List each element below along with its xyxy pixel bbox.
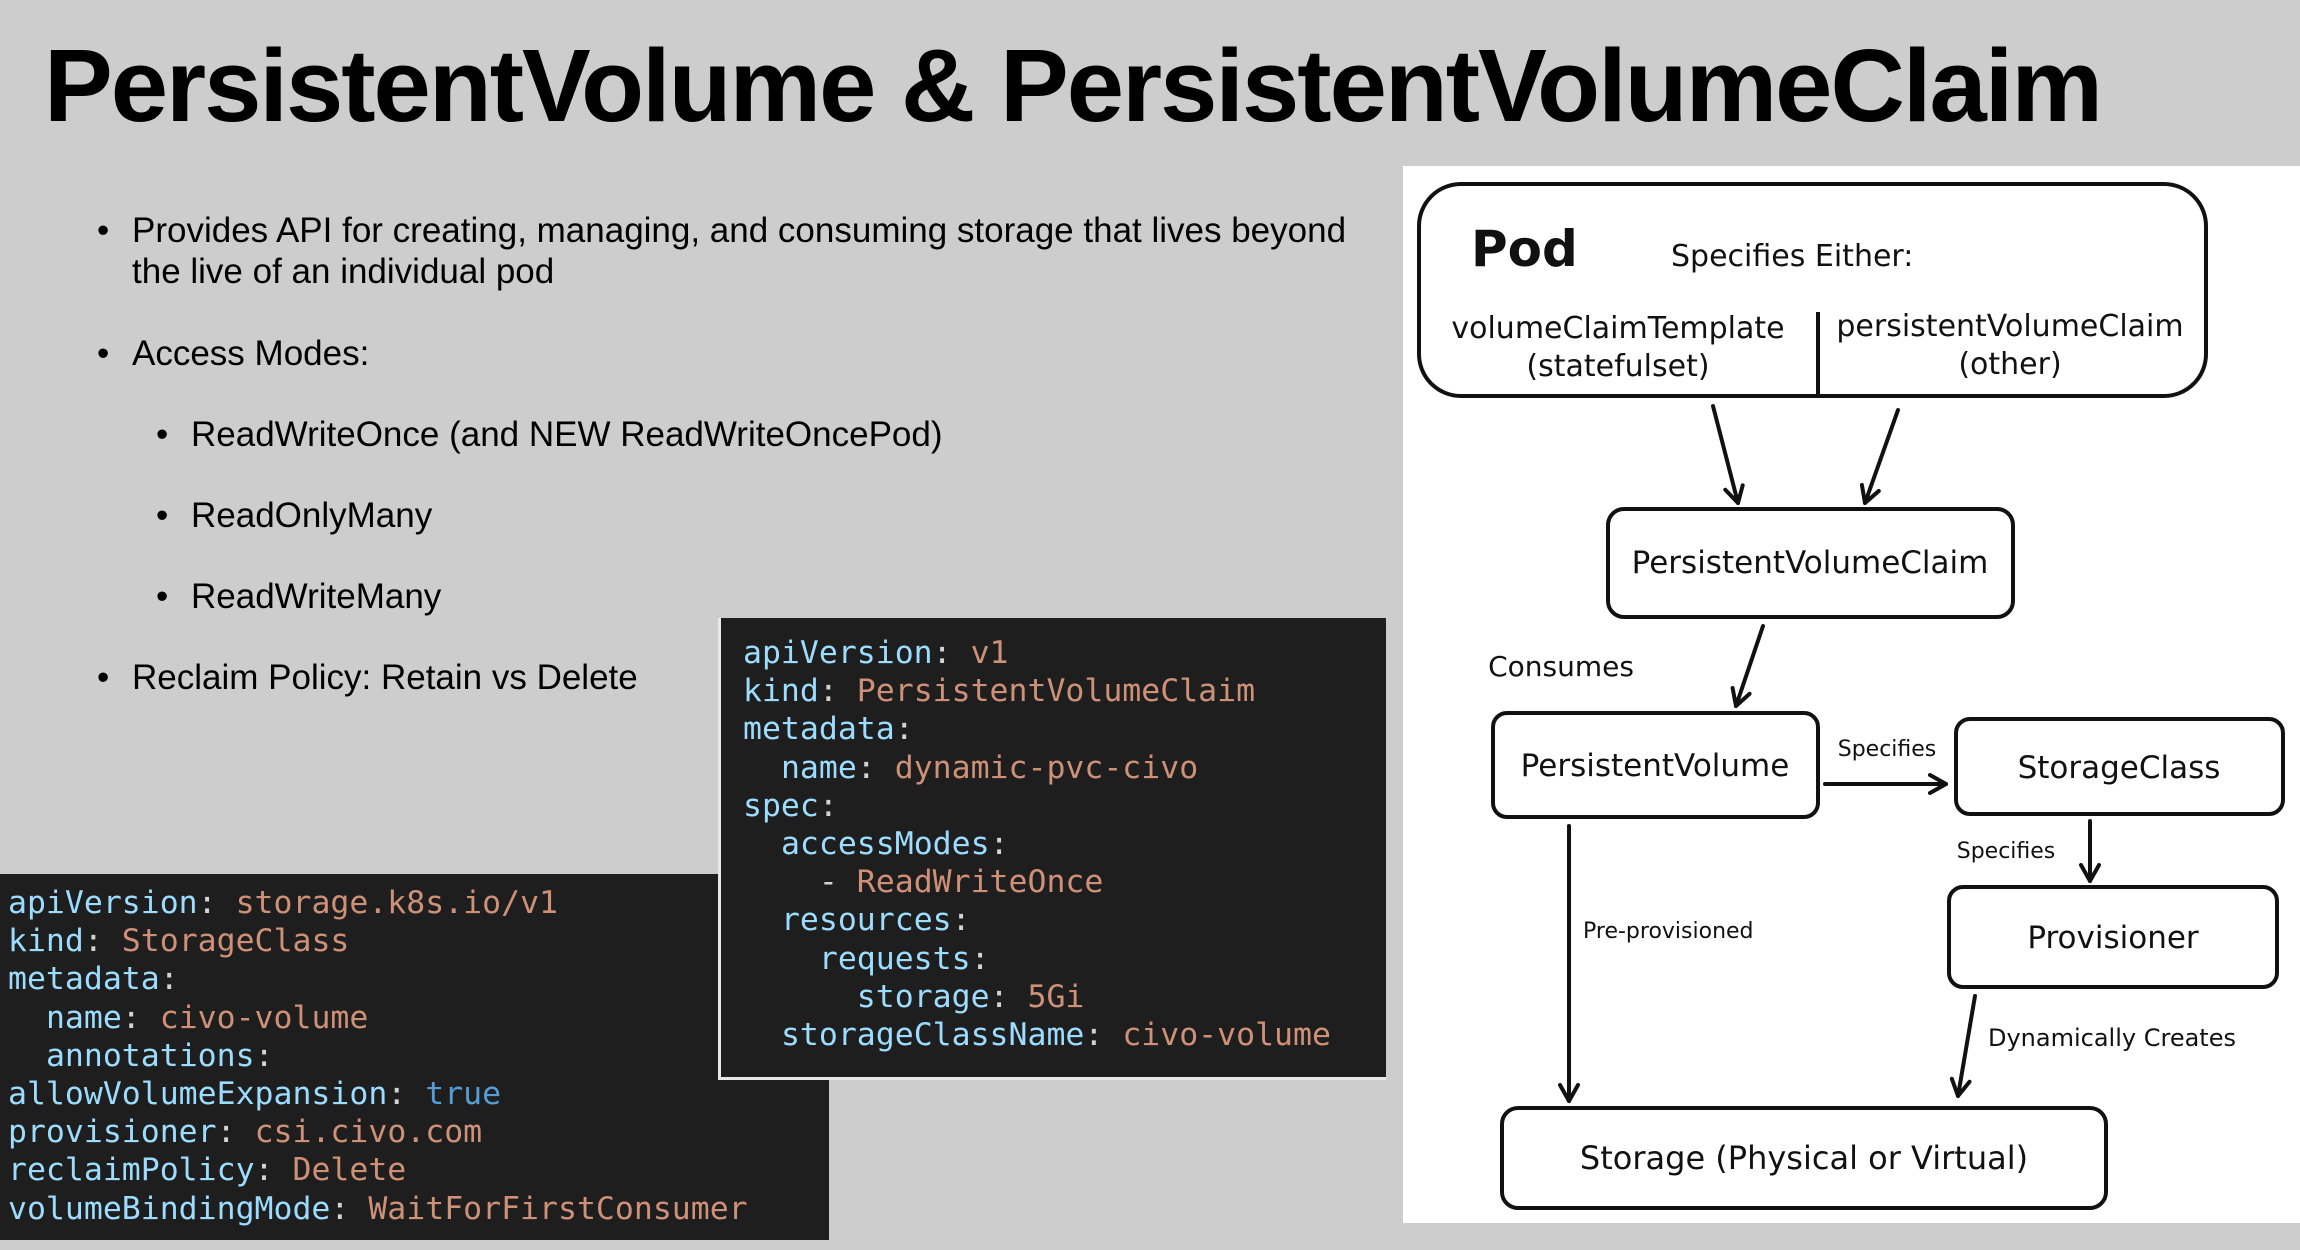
- other-label: (other): [1958, 347, 2061, 382]
- pvc-box: [1606, 507, 2015, 619]
- pv-box: [1491, 711, 1820, 819]
- storage-class-yaml-block: apiVersion: storage.k8s.io/v1 kind: Stor…: [0, 874, 829, 1240]
- statefulset-label: (statefulset): [1526, 349, 1709, 384]
- arrow-template-to-pvc: [1711, 404, 1745, 505]
- bullet-read-write-once: ReadWriteOnce (and NEW ReadWriteOncePod): [156, 414, 1441, 455]
- pod-label: Pod: [1471, 220, 1578, 278]
- dynamically-creates-label: Dynamically Creates: [1988, 1024, 2236, 1052]
- volume-claim-template-label: volumeClaimTemplate: [1451, 311, 1784, 346]
- arrow-pvc-to-pv: [1730, 624, 1765, 708]
- pvc-yaml-block: apiVersion: v1 kind: PersistentVolumeCla…: [718, 618, 1386, 1080]
- provisioner-label: Provisioner: [2027, 920, 2199, 956]
- specifies-storageclass-provisioner-label: Specifies: [1957, 839, 2056, 864]
- storage-box: [1500, 1106, 2108, 1210]
- pod-box: [1417, 182, 2208, 398]
- persistent-volume-claim-option-label: persistentVolumeClaim: [1836, 309, 2183, 344]
- consumes-label: Consumes: [1488, 650, 1634, 683]
- provisioner-box: [1947, 885, 2279, 989]
- diagram-canvas: Pod Specifies Either: volumeClaimTemplat…: [1417, 182, 2285, 1210]
- bullet-read-write-many: ReadWriteMany: [156, 576, 1441, 617]
- pvc-label: PersistentVolumeClaim: [1632, 545, 1989, 581]
- specifies-pv-storageclass-label: Specifies: [1838, 737, 1937, 762]
- arrow-claim-to-pvc: [1859, 408, 1900, 505]
- storage-flow-diagram: Pod Specifies Either: volumeClaimTemplat…: [1403, 166, 2300, 1223]
- storageclass-label: StorageClass: [2018, 750, 2221, 786]
- pv-label: PersistentVolume: [1521, 748, 1790, 784]
- bullet-reclaim-policy: Reclaim Policy: Retain vs Delete: [97, 657, 1382, 698]
- storage-label: Storage (Physical or Virtual): [1580, 1139, 2028, 1177]
- bullet-read-only-many: ReadOnlyMany: [156, 495, 1441, 536]
- pre-provisioned-label: Pre-provisioned: [1583, 919, 1754, 944]
- arrow-provisioner-to-storage: [1949, 994, 1977, 1098]
- bullet-api: Provides API for creating, managing, and…: [97, 210, 1382, 292]
- storageclass-box: [1954, 717, 2285, 816]
- specifies-either-label: Specifies Either:: [1671, 239, 1913, 274]
- bullet-access-modes: Access Modes:: [97, 333, 1382, 374]
- slide-title: PersistentVolume & PersistentVolumeClaim: [44, 28, 2103, 143]
